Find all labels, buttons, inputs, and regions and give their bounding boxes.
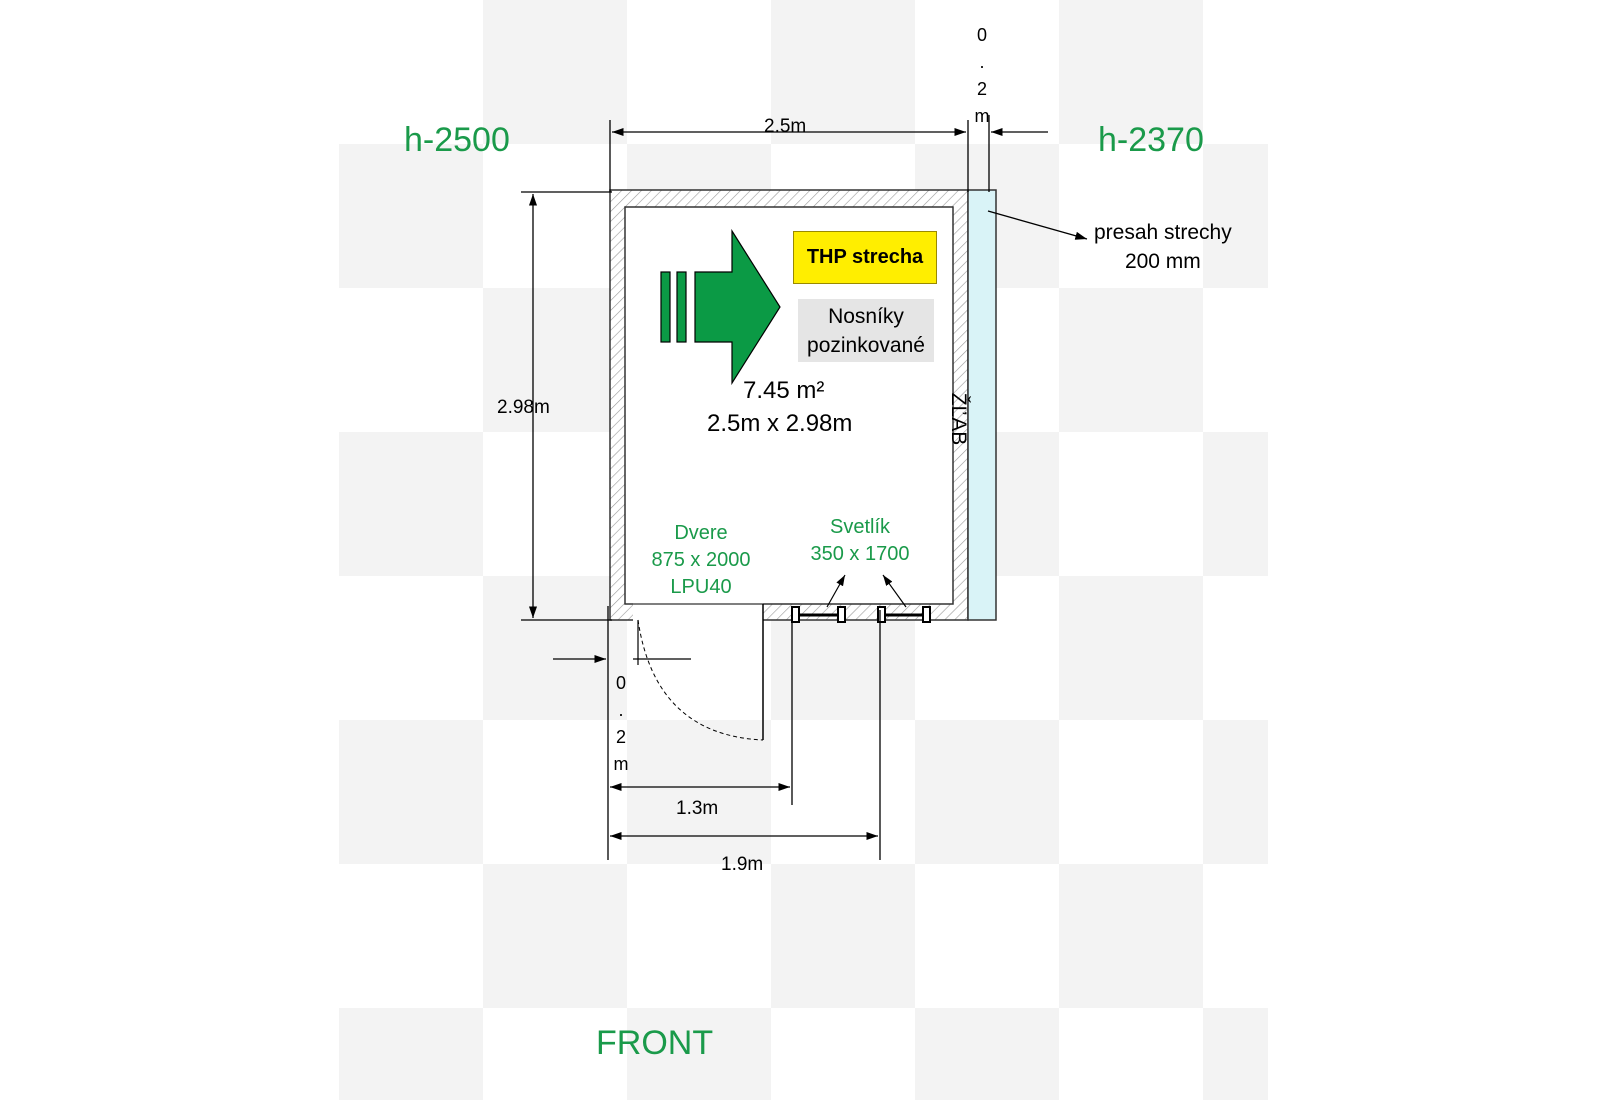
depth-dimension-label: 2.98m [497, 397, 550, 418]
overhang-bottom-dimension-label: 0 . 2 m [613, 673, 629, 774]
checker-tile [1059, 576, 1203, 720]
overhang-note: presah strechy 200 mm [1094, 218, 1232, 276]
checker-tile [483, 288, 627, 432]
checker-tile [1203, 1008, 1268, 1100]
door-spec-line1: Dvere [674, 522, 728, 544]
checker-tile [339, 144, 483, 288]
roof-type-label: THP strecha [793, 231, 937, 284]
overhang-top-dimension-label: 0 . 2 m [974, 25, 990, 126]
window-spec-line1: Svetlík [829, 516, 891, 538]
window-spec-label: Svetlík 350 x 1700 [800, 514, 920, 568]
checker-tile [627, 1008, 771, 1100]
checker-tile [771, 864, 915, 1008]
direction-arrow-icon [660, 228, 781, 386]
beams-note: Nosníky pozinkované [798, 299, 934, 362]
checker-tile [1203, 720, 1268, 864]
checker-tile [339, 720, 483, 864]
door-spec-label: Dvere 875 x 2000 LPU40 [643, 520, 759, 601]
gutter-strip [967, 189, 997, 621]
checker-tile [1059, 864, 1203, 1008]
beams-note-line2: pozinkované [807, 334, 925, 357]
checker-tile [1203, 432, 1268, 576]
checker-tile [483, 576, 627, 720]
gutter-label: ŽĽAB [947, 392, 970, 446]
checker-tile [339, 432, 483, 576]
area-label: 7.45 m² [743, 377, 825, 404]
overhang-note-line2: 200 mm [1124, 250, 1201, 273]
width-dimension-label: 2.5m [764, 116, 807, 137]
checker-tile [915, 720, 1059, 864]
checker-tile [915, 1008, 1059, 1100]
door-spec-line3: LPU40 [670, 576, 732, 598]
size-label: 2.5m x 2.98m [707, 410, 853, 437]
door-offset-dimension-label: 1.3m [676, 798, 719, 819]
beams-note-line1: Nosníky [828, 305, 904, 328]
checker-tile [771, 0, 915, 144]
height-left-label: h-2500 [404, 121, 510, 159]
window-spec-line2: 350 x 1700 [810, 543, 910, 565]
door-swing [637, 604, 764, 741]
checker-tile [483, 0, 627, 144]
height-right-label: h-2370 [1098, 121, 1204, 159]
dimension-lines [521, 115, 1088, 860]
window-offset-dimension-label: 1.9m [721, 854, 764, 875]
front-label: FRONT [596, 1024, 714, 1062]
checker-tile [1059, 288, 1203, 432]
checker-tile [339, 1008, 483, 1100]
checker-tile [483, 864, 627, 1008]
door-spec-line2: 875 x 2000 [651, 549, 751, 571]
overhang-note-line1: presah strechy [1094, 221, 1232, 244]
checker-tile [1059, 0, 1203, 144]
checker-tile [1203, 144, 1268, 288]
checker-tile [627, 720, 771, 864]
